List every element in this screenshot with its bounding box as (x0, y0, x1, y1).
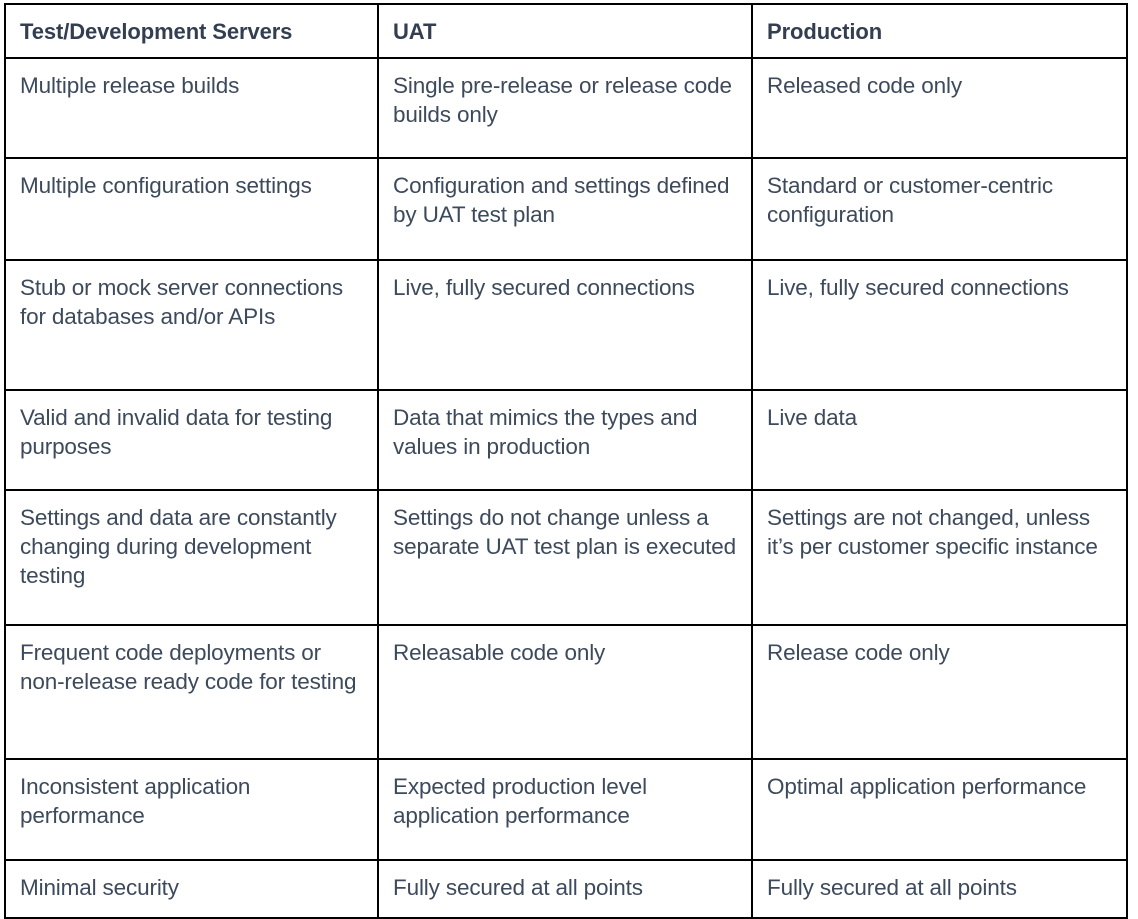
column-header-production: Production (751, 3, 1128, 59)
column-header-label: Production (767, 19, 883, 44)
cell-text: Expected production level application pe… (393, 773, 647, 828)
table-cell: Data that mimics the types and values in… (377, 388, 753, 491)
cell-text: Release code only (767, 639, 950, 665)
cell-text: Frequent code deployments or non-release… (20, 639, 357, 694)
cell-text: Released code only (767, 72, 962, 98)
table-row: Inconsistent application performance Exp… (4, 757, 1128, 861)
cell-text: Settings are not changed, unless it’s pe… (767, 504, 1098, 559)
table-cell: Stub or mock server connections for data… (4, 258, 379, 391)
column-header-label: Test/Development Servers (20, 19, 293, 44)
table-cell: Multiple configuration settings (4, 156, 379, 261)
table-body: Multiple release builds Single pre-relea… (4, 56, 1128, 919)
cell-text: Valid and invalid data for testing purpo… (20, 404, 333, 459)
cell-text: Multiple configuration settings (20, 172, 312, 198)
table-cell: Frequent code deployments or non-release… (4, 623, 379, 760)
table-row: Settings and data are constantly changin… (4, 488, 1128, 626)
table-cell: Release code only (751, 623, 1128, 760)
cell-text: Optimal application performance (767, 773, 1087, 799)
cell-text: Stub or mock server connections for data… (20, 274, 343, 329)
environment-comparison-table: Test/Development Servers UAT Production … (4, 3, 1128, 919)
table-cell: Live, fully secured connections (377, 258, 753, 391)
table-cell: Inconsistent application performance (4, 757, 379, 861)
cell-text: Live, fully secured connections (393, 274, 695, 300)
cell-text: Minimal security (20, 874, 179, 900)
table-row: Frequent code deployments or non-release… (4, 623, 1128, 760)
cell-text: Fully secured at all points (767, 874, 1017, 900)
table-cell: Valid and invalid data for testing purpo… (4, 388, 379, 491)
table-header: Test/Development Servers UAT Production (4, 3, 1128, 59)
table-cell: Live, fully secured connections (751, 258, 1128, 391)
table-cell: Settings do not change unless a separate… (377, 488, 753, 626)
cell-text: Settings do not change unless a separate… (393, 504, 737, 559)
cell-text: Live, fully secured connections (767, 274, 1069, 300)
cell-text: Inconsistent application performance (20, 773, 251, 828)
column-header-test-development-servers: Test/Development Servers (4, 3, 379, 59)
cell-text: Data that mimics the types and values in… (393, 404, 698, 459)
table-cell: Released code only (751, 56, 1128, 159)
comparison-table-container: Test/Development Servers UAT Production … (4, 3, 1128, 919)
cell-text: Multiple release builds (20, 72, 240, 98)
table-row: Multiple release builds Single pre-relea… (4, 56, 1128, 159)
cell-text: Single pre-release or release code build… (393, 72, 732, 127)
cell-text: Live data (767, 404, 857, 430)
cell-text: Settings and data are constantly changin… (20, 504, 337, 589)
table-cell: Settings are not changed, unless it’s pe… (751, 488, 1128, 626)
table-cell: Expected production level application pe… (377, 757, 753, 861)
table-cell: Minimal security (4, 858, 379, 919)
cell-text: Releasable code only (393, 639, 606, 665)
table-cell: Settings and data are constantly changin… (4, 488, 379, 626)
table-row: Stub or mock server connections for data… (4, 258, 1128, 391)
table-row: Minimal security Fully secured at all po… (4, 858, 1128, 919)
table-cell: Multiple release builds (4, 56, 379, 159)
table-cell: Fully secured at all points (751, 858, 1128, 919)
table-row: Valid and invalid data for testing purpo… (4, 388, 1128, 491)
cell-text: Configuration and settings defined by UA… (393, 172, 730, 227)
table-cell: Releasable code only (377, 623, 753, 760)
cell-text: Fully secured at all points (393, 874, 643, 900)
table-cell: Configuration and settings defined by UA… (377, 156, 753, 261)
table-cell: Optimal application performance (751, 757, 1128, 861)
table-row: Multiple configuration settings Configur… (4, 156, 1128, 261)
table-cell: Fully secured at all points (377, 858, 753, 919)
column-header-uat: UAT (377, 3, 753, 59)
table-cell: Standard or customer-centric configurati… (751, 156, 1128, 261)
cell-text: Standard or customer-centric configurati… (767, 172, 1053, 227)
table-cell: Live data (751, 388, 1128, 491)
table-cell: Single pre-release or release code build… (377, 56, 753, 159)
table-header-row: Test/Development Servers UAT Production (4, 3, 1128, 59)
column-header-label: UAT (393, 19, 437, 44)
